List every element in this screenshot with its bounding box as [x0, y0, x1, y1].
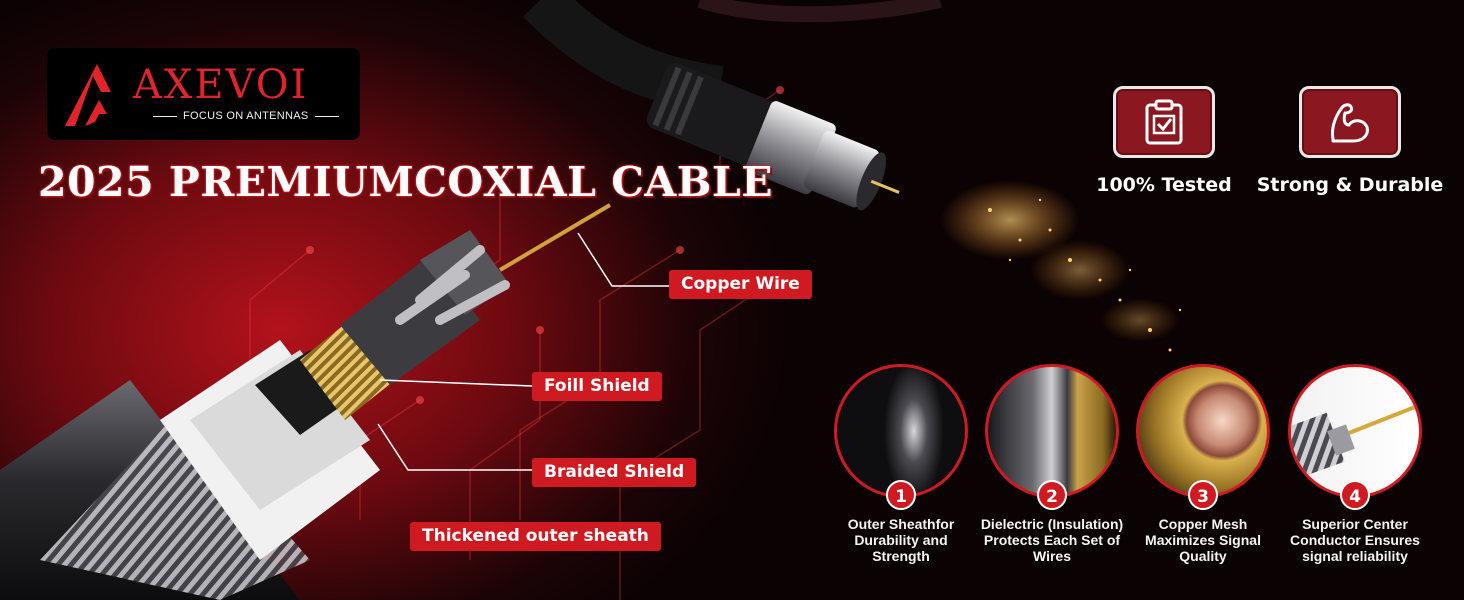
step-3-image [1136, 364, 1270, 498]
step-2-number: 2 [1037, 480, 1067, 510]
step-dielectric: 2 Dielectric (Insulation) Protects Each … [977, 364, 1127, 564]
callout-braided-shield: Braided Shield [532, 458, 697, 487]
step-3-text: Copper Mesh Maximizes Signal Quality [1145, 516, 1261, 564]
callout-copper-wire: Copper Wire [669, 270, 812, 299]
step-2-text: Dielectric (Insulation) Protects Each Se… [980, 516, 1124, 564]
clipboard-check-icon [1145, 99, 1183, 145]
step-4-image [1288, 364, 1422, 498]
step-4-number: 4 [1340, 480, 1370, 510]
callout-outer-sheath: Thickened outer sheath [410, 522, 661, 551]
callout-foil-shield: Foill Shield [532, 372, 662, 401]
brand-logo: AXEVOI FOCUS ON ANTENNAS [47, 48, 360, 140]
step-3-number: 3 [1188, 480, 1218, 510]
step-1-image [834, 364, 968, 498]
step-4-text: Superior Center Conductor Ensures signal… [1290, 516, 1420, 564]
feature-durable: Strong & Durable [1252, 86, 1448, 196]
feature-tested-badge [1113, 86, 1215, 158]
step-1-number: 1 [886, 480, 916, 510]
flexed-arm-icon [1331, 103, 1369, 143]
feature-durable-label: Strong & Durable [1256, 174, 1444, 196]
step-outer-sheath: 1 Outer Sheathfor Durability and Strengt… [826, 364, 976, 564]
logo-mark-icon [65, 64, 111, 126]
feature-tested: 100% Tested [1094, 86, 1234, 196]
step-copper-mesh: 3 Copper Mesh Maximizes Signal Quality [1128, 364, 1278, 564]
feature-durable-badge [1299, 86, 1401, 158]
brand-name: AXEVOI [133, 62, 309, 108]
step-1-text: Outer Sheathfor Durability and Strength [847, 516, 955, 564]
brand-tagline: FOCUS ON ANTENNAS [147, 110, 345, 122]
feature-tested-label: 100% Tested [1096, 174, 1232, 196]
step-2-image [985, 364, 1119, 498]
page-title: 2025 PREMIUMCOXIAL CABLE [38, 158, 773, 206]
center-conductor-illustration [1291, 405, 1416, 478]
step-center-conductor: 4 Superior Center Conductor Ensures sign… [1280, 364, 1430, 564]
